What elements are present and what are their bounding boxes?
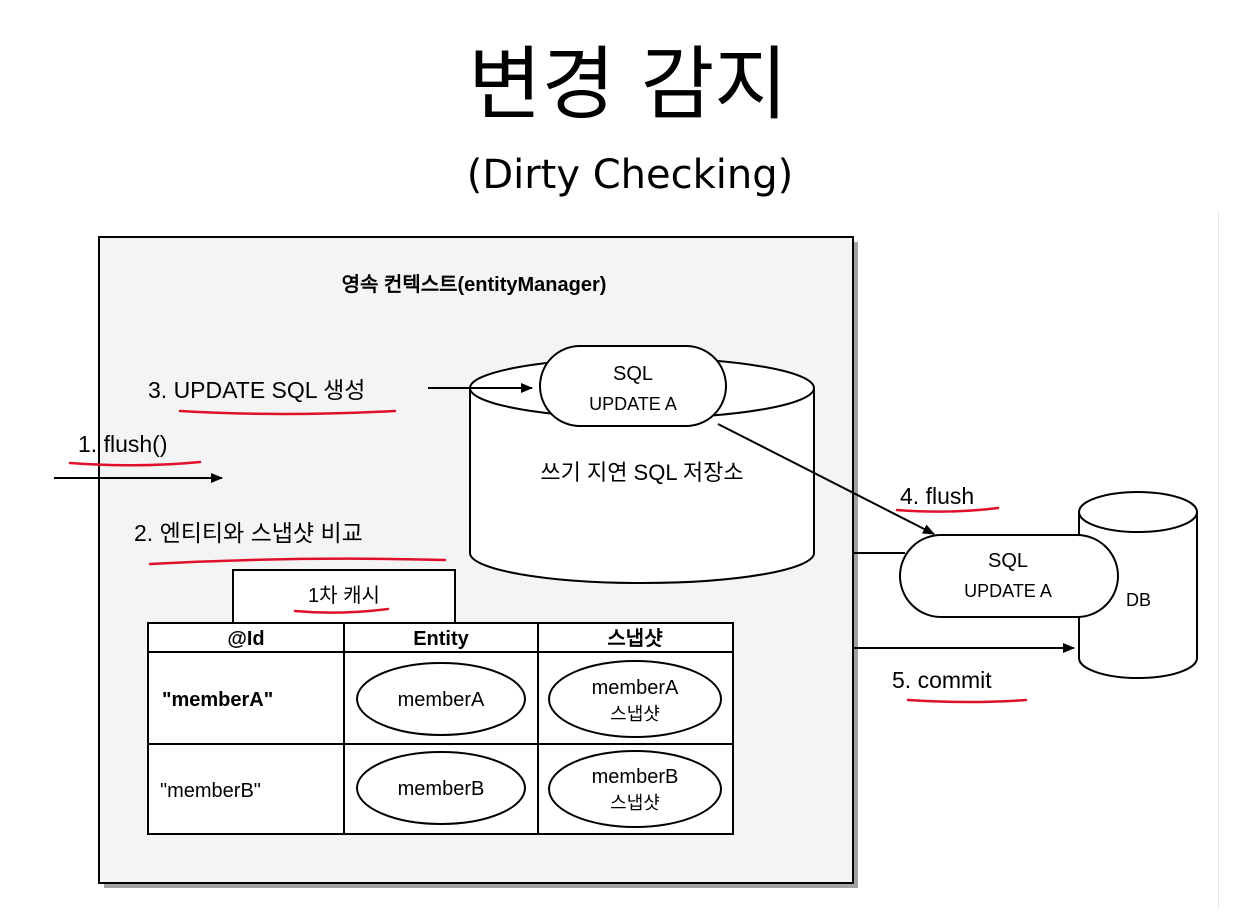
slide-subtitle: (Dirty Checking): [467, 152, 794, 198]
cache-row-b-snapshot-ellipse: [548, 750, 722, 828]
cache-row-a-snapshot-label: 스냅샷: [610, 704, 660, 724]
cache-row-a-entity-ellipse: [356, 662, 526, 736]
step2-underline: [148, 557, 447, 566]
slide-edge-line: [1218, 210, 1219, 910]
write-behind-store-body: [469, 388, 815, 584]
step4-underline: [895, 506, 1000, 513]
step3-label: 3. UPDATE SQL 생성: [148, 377, 365, 403]
cache-row-b-entity-ellipse: [356, 751, 526, 825]
sql-pill-store-title: SQL: [613, 363, 653, 385]
step1-underline: [68, 460, 202, 467]
cache-row-a-id: "memberA": [162, 689, 273, 711]
cache-row-a-snapshot-ellipse: [548, 660, 722, 738]
step3-underline: [178, 409, 397, 416]
cache-row-b-id: "memberB": [160, 780, 261, 802]
cache-tab-underline: [293, 607, 390, 614]
cache-header-id: @Id: [227, 628, 264, 650]
cache-row-b-snapshot-label: 스냅샷: [610, 793, 660, 813]
slide-title: 변경 감지: [468, 38, 788, 131]
sql-pill-store: [539, 345, 727, 427]
cache-tab-label: 1차 캐시: [308, 584, 380, 607]
cache-header-entity: Entity: [413, 628, 469, 650]
cache-row-b-entity: memberB: [398, 778, 485, 800]
cache-row-a-entity: memberA: [398, 689, 485, 711]
cache-row-a-snapshot-name: memberA: [592, 677, 679, 699]
sql-pill-transfer-statement: UPDATE A: [964, 581, 1052, 601]
cache-header-snapshot: 스냅샷: [607, 627, 663, 650]
write-behind-store-label: 쓰기 지연 SQL 저장소: [540, 460, 743, 485]
step1-label: 1. flush(): [78, 431, 167, 457]
step5-underline: [906, 698, 1028, 704]
step4-label: 4. flush: [900, 483, 974, 509]
step4-arrow: [717, 423, 935, 535]
db-cylinder-top: [1078, 491, 1198, 533]
sql-pill-store-statement: UPDATE A: [589, 394, 677, 414]
cache-row-b-snapshot-name: memberB: [592, 766, 679, 788]
step5-label: 5. commit: [892, 667, 992, 693]
cache-tab: [232, 569, 456, 625]
db-label: DB: [1126, 590, 1151, 610]
step2-label: 2. 엔티티와 스냅샷 비교: [134, 520, 363, 546]
sql-pill-transfer: [899, 534, 1119, 618]
sql-pill-transfer-title: SQL: [988, 550, 1028, 572]
persistence-context-label: 영속 컨텍스트(entityManager): [342, 273, 607, 296]
